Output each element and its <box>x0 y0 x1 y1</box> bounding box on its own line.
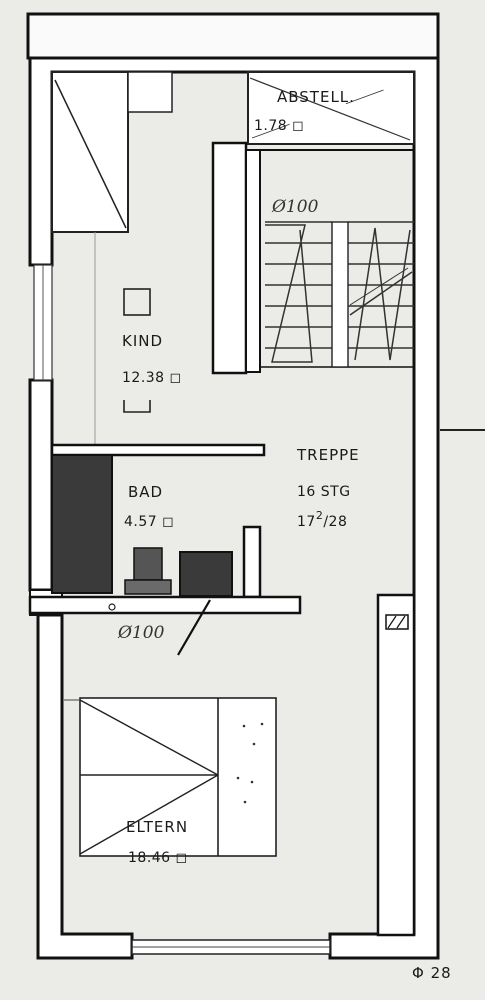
stair-treads <box>265 221 414 368</box>
corner-mark: Φ 28 <box>412 964 452 982</box>
label-bad: BAD <box>128 483 163 501</box>
label-treppe: TREPPE <box>296 446 360 464</box>
area-bad: 4.57 ◻ <box>124 514 174 530</box>
roof-strip <box>26 12 440 60</box>
bed <box>64 697 277 857</box>
abstell-storage <box>247 71 415 145</box>
treppe-steps: 16 STG <box>297 484 351 500</box>
kind-closet <box>51 71 173 445</box>
area-eltern: 18.46 ◻ <box>128 850 188 866</box>
right-wall <box>376 429 485 937</box>
kind-chimney <box>123 288 151 413</box>
kind-bad-partition <box>50 443 266 457</box>
washbasin <box>179 551 233 597</box>
pipe-annotation-upper: Ø100 <box>271 197 319 217</box>
toilet <box>133 547 163 581</box>
bathroom <box>28 454 302 656</box>
area-kind: 12.38 ◻ <box>122 370 182 386</box>
bathtub <box>51 454 113 594</box>
label-kind: KIND <box>122 332 163 350</box>
area-abstell: 1.78 ◻ <box>254 118 304 134</box>
outer-walls <box>28 56 440 960</box>
stair-walls <box>211 141 414 375</box>
treppe-ratio: 172/28 <box>297 509 347 530</box>
label-abstell: ABSTELL. <box>277 88 355 106</box>
pipe-annotation-lower: Ø100 <box>117 623 165 643</box>
label-eltern: ELTERN <box>126 818 188 836</box>
vent-box <box>385 614 409 630</box>
